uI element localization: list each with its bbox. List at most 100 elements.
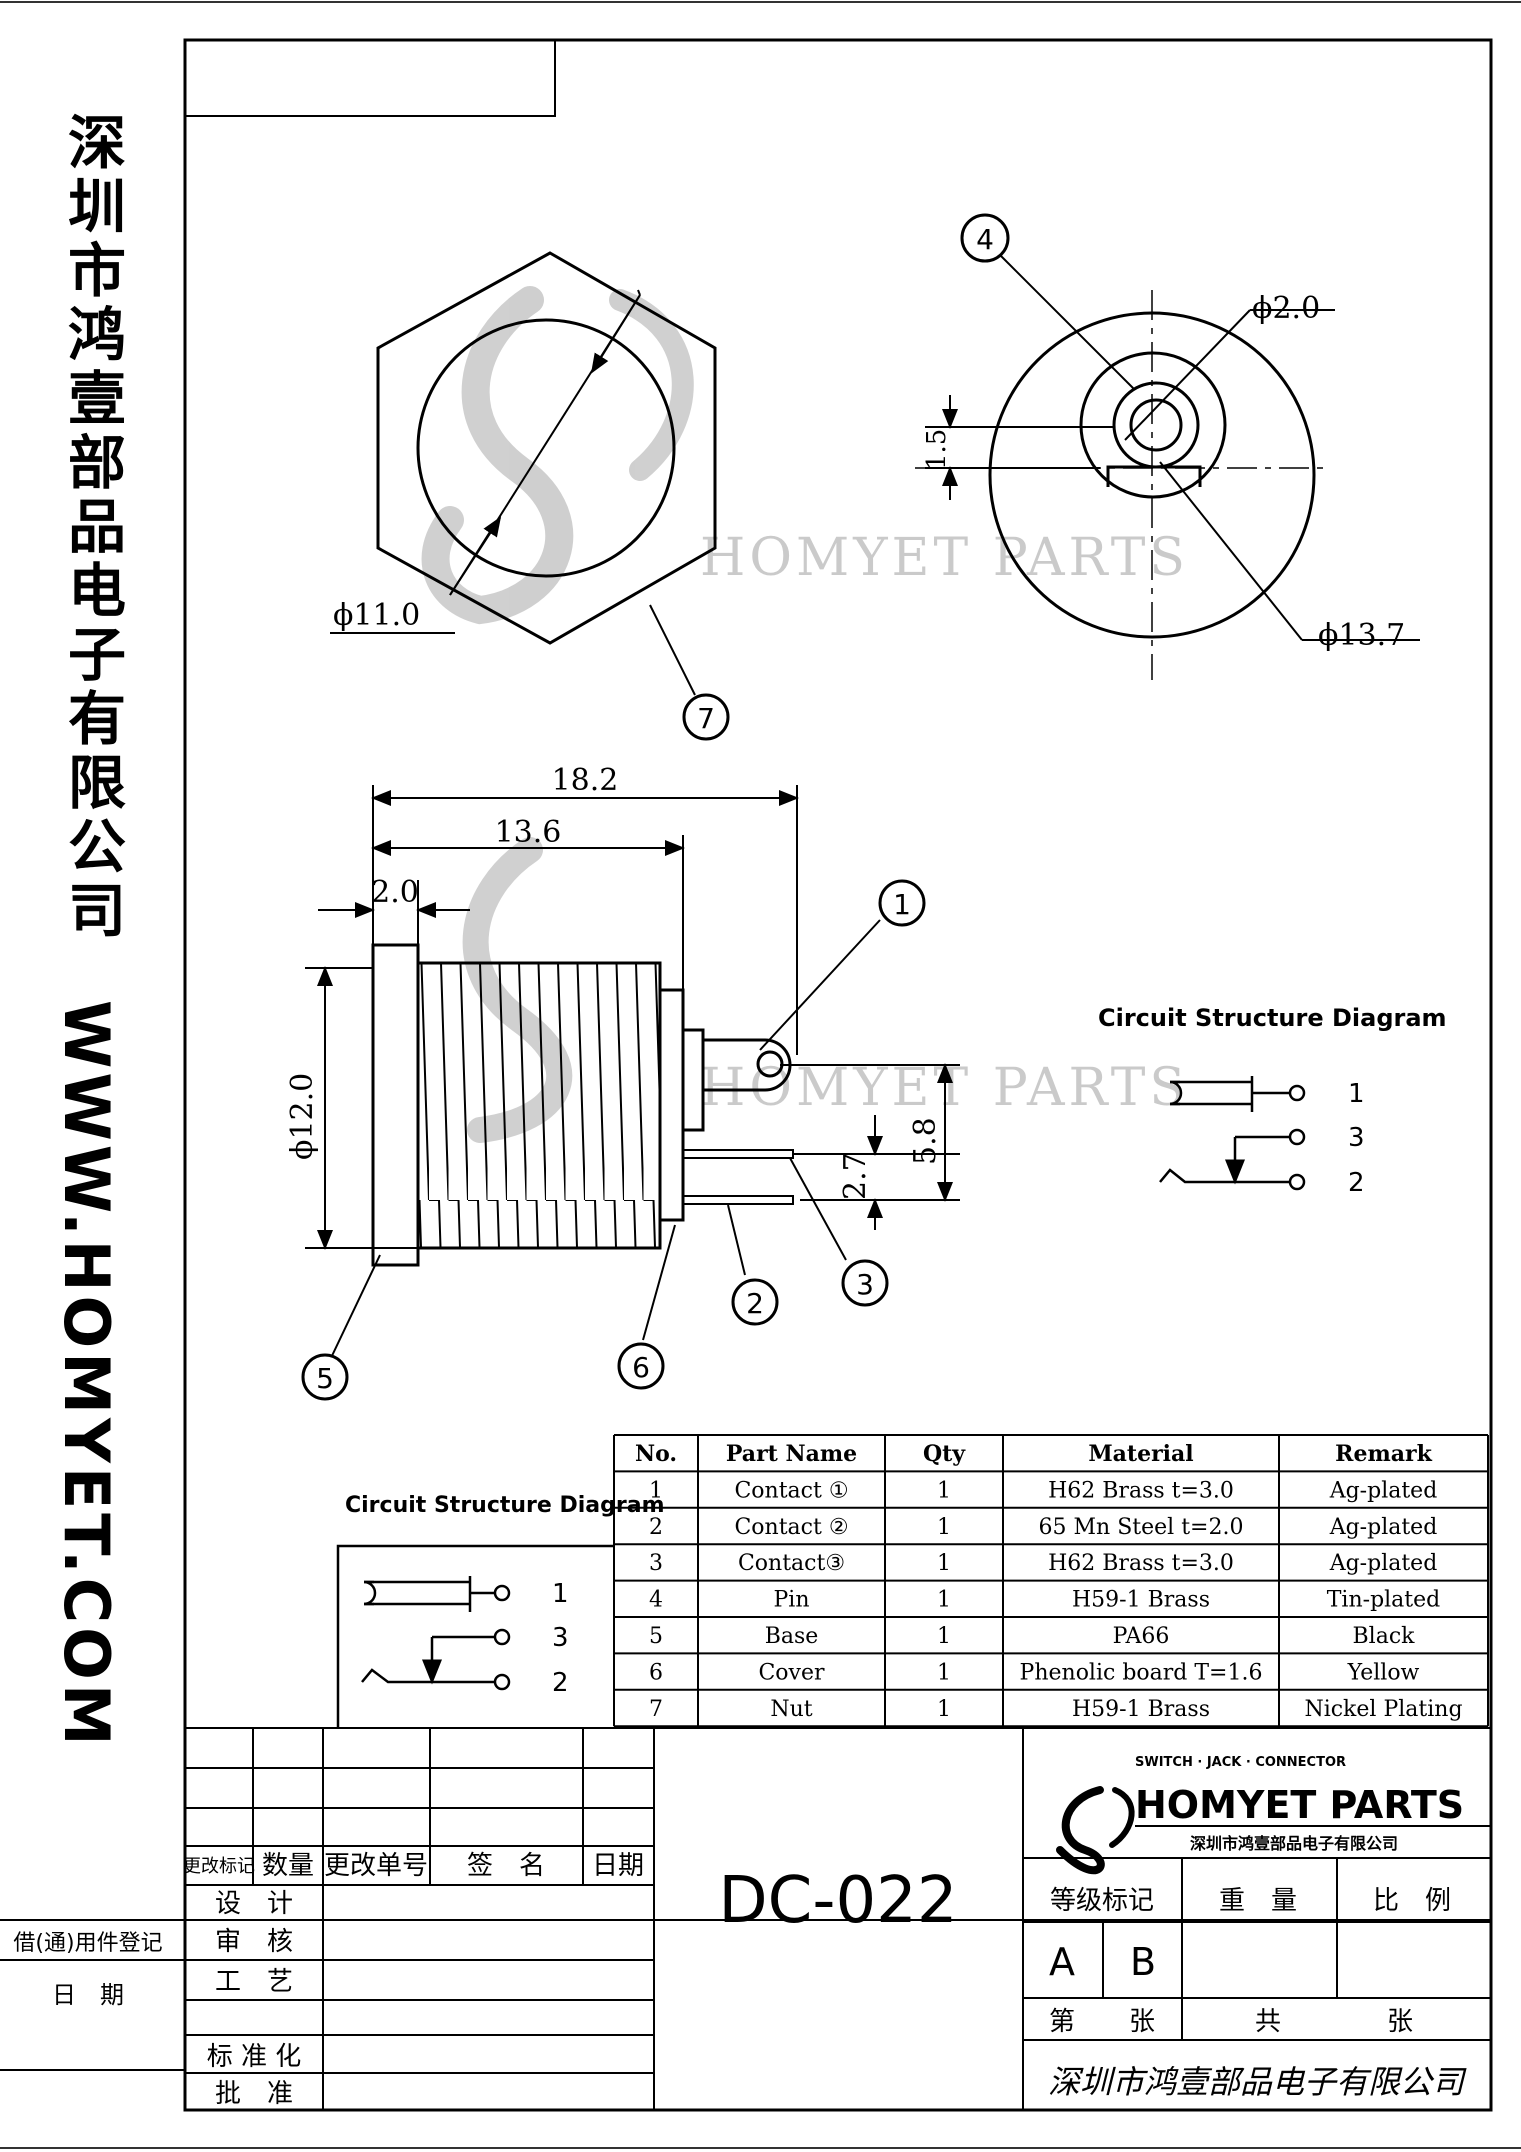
- callout-2: 2: [731, 1278, 779, 1326]
- drawing-border: [183, 38, 1493, 2112]
- callout-6: 6: [617, 1342, 665, 1390]
- sign-design: 设 计: [215, 1889, 293, 1919]
- callout-1: 1: [878, 879, 926, 927]
- sheet-unit-2: 张: [1387, 2007, 1413, 2037]
- callout-7: 7: [682, 693, 730, 741]
- part-number: DC-022: [718, 1864, 957, 1938]
- logo-name: HOMYET PARTS: [1135, 1783, 1464, 1827]
- bom-cell: 1: [649, 1478, 663, 1503]
- bom-cell: 4: [649, 1588, 663, 1613]
- jack-side-view: [305, 785, 960, 1361]
- bom-cell: Yellow: [1347, 1660, 1420, 1685]
- svg-text:3: 3: [856, 1268, 874, 1301]
- bom-cell: Contact③: [738, 1551, 845, 1576]
- circuit-title-right: Circuit Structure Diagram: [1098, 1004, 1447, 1032]
- rev-header-order: 更改单号: [324, 1851, 428, 1881]
- bom-table: No. Part Name Qty Material Remark 1 Contact ① 1…: [613, 1434, 1489, 1728]
- rev-header-sign: 签 名: [467, 1851, 545, 1881]
- bom-cell: Nut: [770, 1697, 812, 1722]
- circuit-schematic-right: [1159, 1076, 1306, 1191]
- rev-header-qty: 数量: [262, 1851, 314, 1881]
- grade-b: B: [1130, 1940, 1156, 1984]
- label-date: 日 期: [52, 1981, 124, 2009]
- bom-cell: 6: [649, 1660, 663, 1685]
- logo-tagline: SWITCH · JACK · CONNECTOR: [1135, 1755, 1346, 1770]
- bom-header: No.: [635, 1441, 677, 1467]
- rev-header-date: 日期: [592, 1851, 644, 1881]
- dim-thread-length: 13.6: [495, 815, 562, 850]
- bom-cell: Ag-plated: [1329, 1515, 1438, 1540]
- watermark-text-1: HOMYET PARTS: [700, 528, 1189, 588]
- rev-header-mark: 更改标记: [183, 1856, 255, 1877]
- bom-cell: H62 Brass t=3.0: [1048, 1478, 1234, 1503]
- bom-header: Remark: [1335, 1441, 1432, 1467]
- bom-cell: 1: [937, 1478, 951, 1503]
- company-script-name: 深圳市鸿壹部品电子有限公司: [1048, 2063, 1467, 2101]
- bom-cell: Base: [765, 1624, 819, 1649]
- dim-nut-diameter: ϕ11.0: [333, 598, 420, 633]
- bom-cell: Nickel Plating: [1304, 1697, 1462, 1722]
- company-name-vertical: 深圳市鸿壹部品电子有限公司: [58, 112, 126, 944]
- circuit-title-left: Circuit Structure Diagram: [345, 1493, 665, 1518]
- bom-cell: 5: [649, 1624, 663, 1649]
- nut-front-view: [330, 251, 717, 696]
- jack-front-view: [915, 254, 1420, 680]
- sign-process: 工 艺: [215, 1967, 293, 1997]
- bom-cell: Tin-plated: [1327, 1588, 1441, 1613]
- bom-cell: Ag-plated: [1329, 1551, 1438, 1576]
- grade-a: A: [1049, 1940, 1075, 1984]
- title-block: [0, 1727, 1491, 2110]
- svg-text:6: 6: [632, 1351, 650, 1384]
- bom-cell: H59-1 Brass: [1072, 1697, 1210, 1722]
- dim-pin-gap: 2.7: [838, 1152, 873, 1200]
- bom-cell: Phenolic board T=1.6: [1020, 1660, 1263, 1685]
- bom-cell: 1: [937, 1588, 951, 1613]
- bom-cell: Pin: [773, 1588, 809, 1613]
- sheet-total-label: 共: [1255, 2007, 1281, 2037]
- website-vertical: WWW.HOMYET.COM: [50, 1000, 123, 1750]
- label-borrow-register: 借(通)用件登记: [13, 1931, 162, 1956]
- dim-pin-offset: 1.5: [922, 429, 952, 470]
- bom-header: Qty: [923, 1441, 966, 1467]
- homyet-logo: SWITCH · JACK · CONNECTOR HOMYET PARTS 深…: [1056, 1755, 1490, 1875]
- dim-total-length: 18.2: [552, 763, 619, 798]
- svg-text:7: 7: [697, 702, 715, 735]
- sign-approve: 批 准: [215, 2079, 293, 2109]
- bom-cell: Cover: [758, 1660, 825, 1685]
- bom-cell: Contact ①: [734, 1478, 848, 1503]
- bom-cell: H59-1 Brass: [1072, 1588, 1210, 1613]
- circuit-pin-right-1: 1: [1348, 1079, 1365, 1109]
- bom-cell: 1: [937, 1697, 951, 1722]
- svg-text:4: 4: [976, 223, 994, 256]
- dim-thread-diameter: ϕ12.0: [285, 1073, 320, 1160]
- dim-pin-diameter: ϕ2.0: [1252, 291, 1320, 326]
- bom-cell: 1: [937, 1551, 951, 1576]
- bom-cell: 1: [937, 1660, 951, 1685]
- dim-body-diameter: ϕ13.7: [1318, 618, 1405, 653]
- sheet-no-label: 第: [1049, 2007, 1075, 2037]
- bom-cell: 1: [937, 1624, 951, 1649]
- dim-pin-height: 5.8: [908, 1117, 943, 1165]
- header-grade: 等级标记: [1050, 1886, 1154, 1916]
- circuit-pin-right-3: 3: [1348, 1123, 1365, 1153]
- logo-cn: 深圳市鸿壹部品电子有限公司: [1190, 1834, 1398, 1853]
- dim-flange-thickness: 2.0: [371, 875, 419, 910]
- bom-header: Part Name: [726, 1441, 857, 1467]
- svg-text:1: 1: [893, 888, 911, 921]
- svg-text:5: 5: [316, 1362, 334, 1395]
- bom-cell: 65 Mn Steel t=2.0: [1039, 1515, 1244, 1540]
- bom-cell: PA66: [1113, 1624, 1170, 1649]
- callout-5: 5: [301, 1353, 349, 1401]
- bom-cell: 2: [649, 1515, 663, 1540]
- circuit-pin-left-1: 1: [552, 1579, 569, 1609]
- bom-header: Material: [1088, 1441, 1193, 1467]
- bom-cell: 7: [649, 1697, 663, 1722]
- bom-cell: H62 Brass t=3.0: [1048, 1551, 1234, 1576]
- sheet-unit-1: 张: [1129, 2007, 1155, 2037]
- sign-standard: 标 准 化: [207, 2042, 302, 2072]
- circuit-pin-left-3: 3: [552, 1623, 569, 1653]
- sign-review: 审 核: [215, 1927, 293, 1957]
- callout-4: 4: [960, 213, 1010, 263]
- circuit-schematic-left: [336, 1544, 615, 1728]
- bom-cell: Black: [1353, 1624, 1416, 1649]
